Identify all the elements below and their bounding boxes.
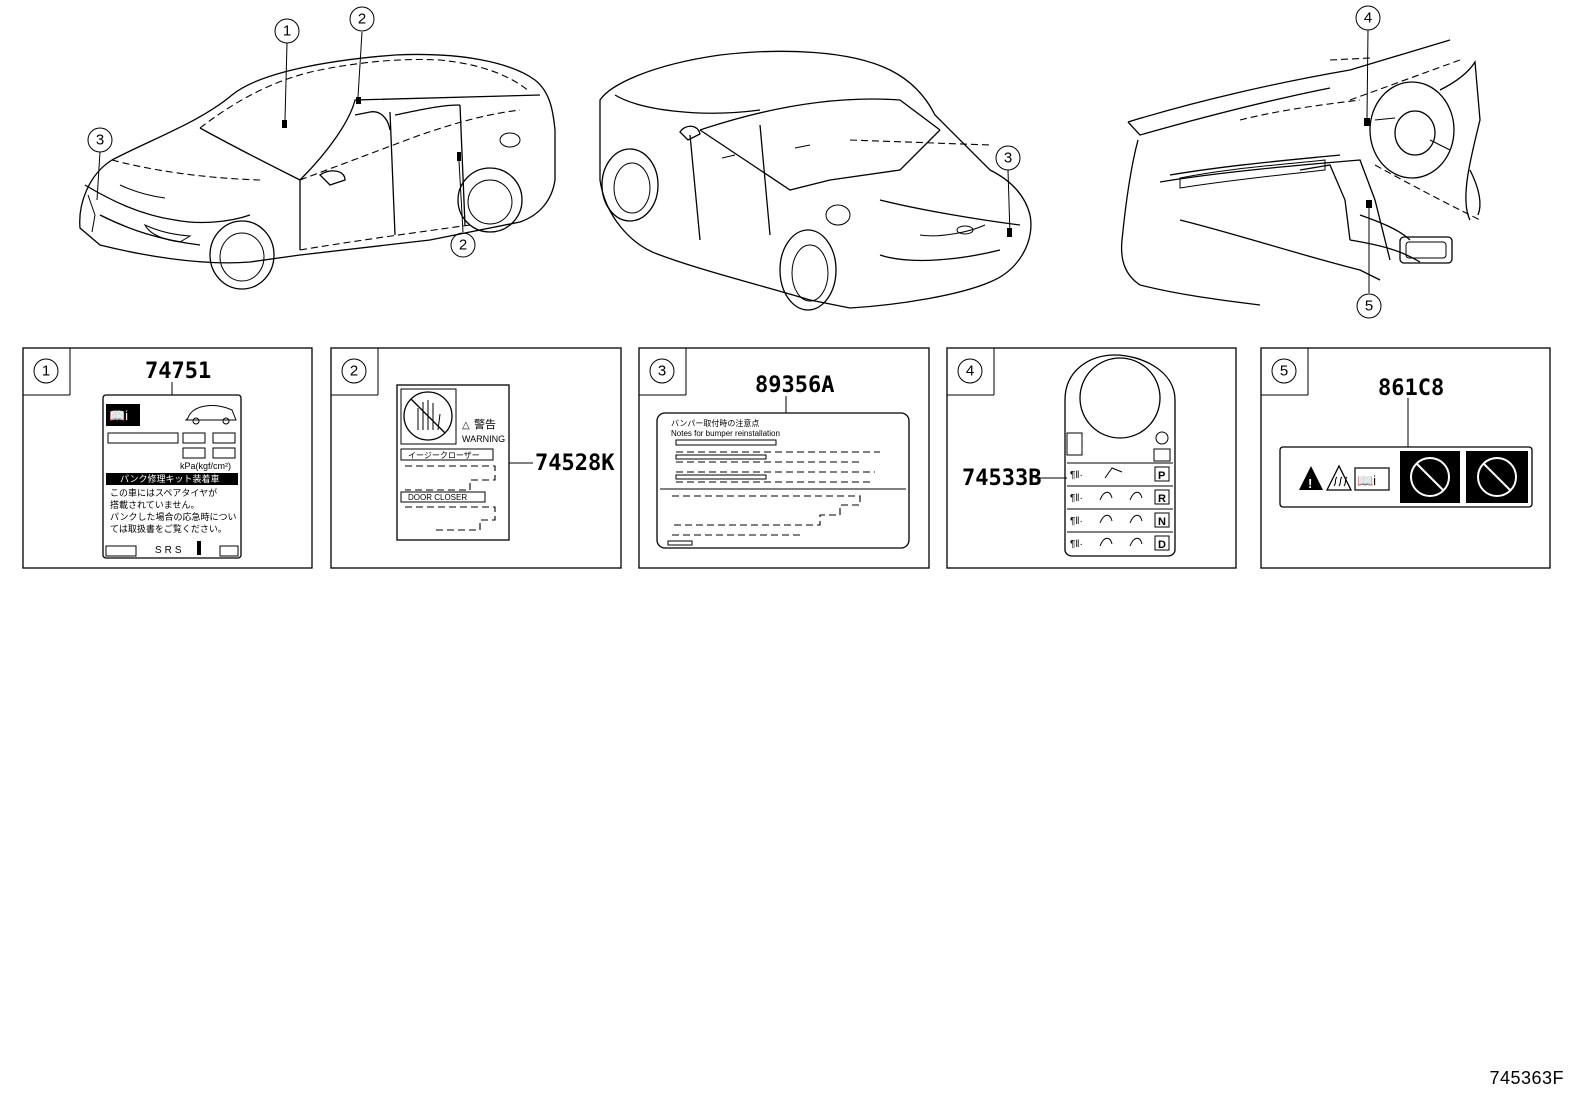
callout-1: 1	[283, 23, 291, 40]
hand-icon	[417, 400, 441, 431]
pedal-icon: ¶ǁ·	[1070, 539, 1083, 550]
pedal-icon: ¶ǁ·	[1070, 470, 1083, 481]
svg-text:!: !	[1308, 476, 1312, 491]
warning-jp-text: 警告	[474, 417, 496, 431]
gear-n: N	[1158, 516, 1166, 528]
part-number: 861C8	[1378, 376, 1444, 401]
panel-index: 1	[42, 363, 50, 380]
pressure-unit: kPa(kgf/cm²)	[180, 461, 231, 471]
kit-title: パンク修理キット装着車	[120, 473, 219, 484]
warning-triangle-icon	[1299, 466, 1323, 490]
gear-rows: ¶ǁ· ¶ǁ· ¶ǁ· ¶ǁ· P R N D	[1067, 462, 1173, 551]
door-closer-text: DOOR CLOSER	[408, 493, 467, 502]
kit-line-2: 搭載されていません。	[110, 499, 199, 510]
part-number: 74528K	[535, 451, 615, 476]
part-number: 89356A	[755, 373, 834, 398]
srs-text: SRS	[155, 545, 185, 556]
callout-5: 5	[1365, 298, 1373, 315]
label-shift-hanger: ¶ǁ· ¶ǁ· ¶ǁ· ¶ǁ· P R N D	[1064, 354, 1176, 557]
car-front-view: 1 2 2 3	[79, 6, 556, 290]
diagram-id: 745363F	[1489, 1068, 1564, 1088]
callout-2: 2	[358, 11, 366, 28]
gear-r: R	[1158, 493, 1166, 505]
pedal-icon: ¶ǁ·	[1070, 493, 1083, 504]
panel-74528K: 2 △ 警告 WARNING イージークローザー DOOR CLOSER 745…	[330, 347, 622, 569]
panel-74533B: 4 ¶ǁ· ¶ǁ· ¶ǁ· ¶ǁ· P R N	[946, 347, 1237, 569]
label-bumper-notes: バンパー取付時の注意点 Notes for bumper reinstallat…	[656, 412, 910, 549]
interior-view: 4 5	[1120, 5, 1481, 319]
heat-warning-icon	[1325, 464, 1353, 491]
part-number: 74751	[145, 359, 211, 384]
car-rear-view: 3	[599, 50, 1032, 311]
callout-2: 2	[459, 237, 467, 254]
label-warning-strip: ! 📖i	[1279, 446, 1533, 508]
panel-index: 5	[1280, 363, 1288, 380]
bumper-note-en: Notes for bumper reinstallation	[671, 429, 780, 438]
panel-74751: 1 74751 📖i kPa(kgf/cm²) パンク修理キット装着車 この車に…	[22, 347, 313, 569]
warning-en: WARNING	[462, 434, 505, 444]
kit-line-3: パンクした場合の応急時につい	[110, 511, 236, 522]
kit-line-1: この車にはスペアタイヤが	[110, 487, 217, 498]
panel-89356A: 3 89356A バンパー取付時の注意点 Notes for bumper re…	[638, 347, 930, 569]
callout-3: 3	[1004, 150, 1012, 167]
panel-index: 4	[966, 363, 974, 380]
part-number: 74533B	[962, 466, 1041, 491]
gear-p: P	[1158, 470, 1165, 482]
bumper-note-jp: バンパー取付時の注意点	[671, 418, 759, 428]
panel-index: 3	[658, 363, 666, 380]
manual-icon: 📖i	[109, 408, 128, 423]
manual-icon: 📖i	[1357, 473, 1376, 488]
callout-3: 3	[96, 132, 104, 149]
panel-index: 2	[350, 363, 358, 380]
label-door-closer: △ 警告 WARNING イージークローザー DOOR CLOSER	[396, 384, 510, 541]
easy-closer-text: イージークローザー	[408, 451, 480, 460]
pedal-icon: ¶ǁ·	[1070, 516, 1083, 527]
callout-4: 4	[1364, 10, 1372, 27]
label-tire-placard: 📖i kPa(kgf/cm²) パンク修理キット装着車 この車にはスペアタイヤが…	[102, 394, 242, 559]
panel-861C8: 5 861C8 ! 📖i	[1260, 347, 1551, 569]
kit-line-4: ては取扱書をご覧ください。	[110, 523, 227, 534]
gear-d: D	[1158, 539, 1166, 551]
warning-jp: △	[462, 420, 470, 431]
